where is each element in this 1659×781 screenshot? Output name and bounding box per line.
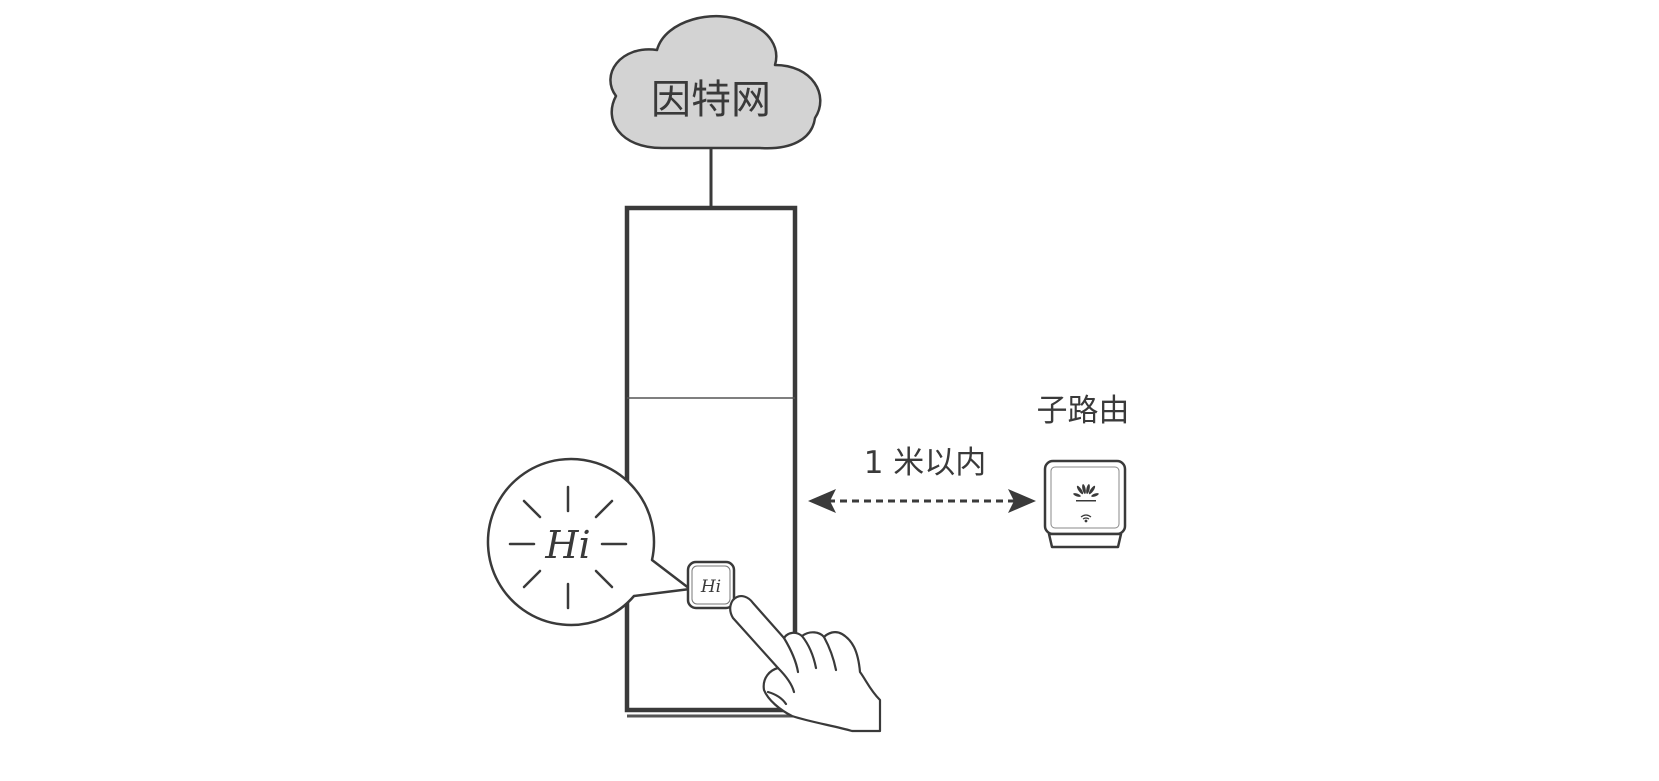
sub-router-label: 子路由 (1037, 393, 1130, 429)
hand-icon (729, 595, 882, 733)
sub-router-base (1047, 532, 1123, 549)
cloud-label: 因特网 (651, 77, 771, 123)
wifi-indicator-icon (1080, 514, 1092, 523)
arrow-left-icon (808, 489, 836, 513)
callout-bubble (486, 457, 692, 627)
hi-button-glyph: Hi (700, 577, 721, 597)
distance-indicator: 1 米以内 (808, 445, 1036, 513)
flash-rays (508, 485, 628, 610)
hi-button-outer (686, 560, 736, 610)
hi-button-inner (691, 565, 731, 605)
sub-router-face (1050, 466, 1120, 529)
arrow-right-icon (1008, 489, 1036, 513)
sub-router: 子路由 (1037, 393, 1130, 549)
cloud-shape (609, 14, 822, 150)
hand-outline (729, 595, 882, 733)
internet-cloud: 因特网 (609, 14, 822, 150)
sub-router-body (1043, 459, 1127, 536)
brand-logo-icon (1073, 484, 1099, 502)
hi-button[interactable]: Hi (686, 560, 736, 610)
distance-label: 1 米以内 (864, 445, 987, 481)
hand-finger-lines (766, 634, 838, 706)
hi-button-callout: Hi (486, 457, 692, 627)
callout-hi-glyph: Hi (544, 523, 590, 567)
